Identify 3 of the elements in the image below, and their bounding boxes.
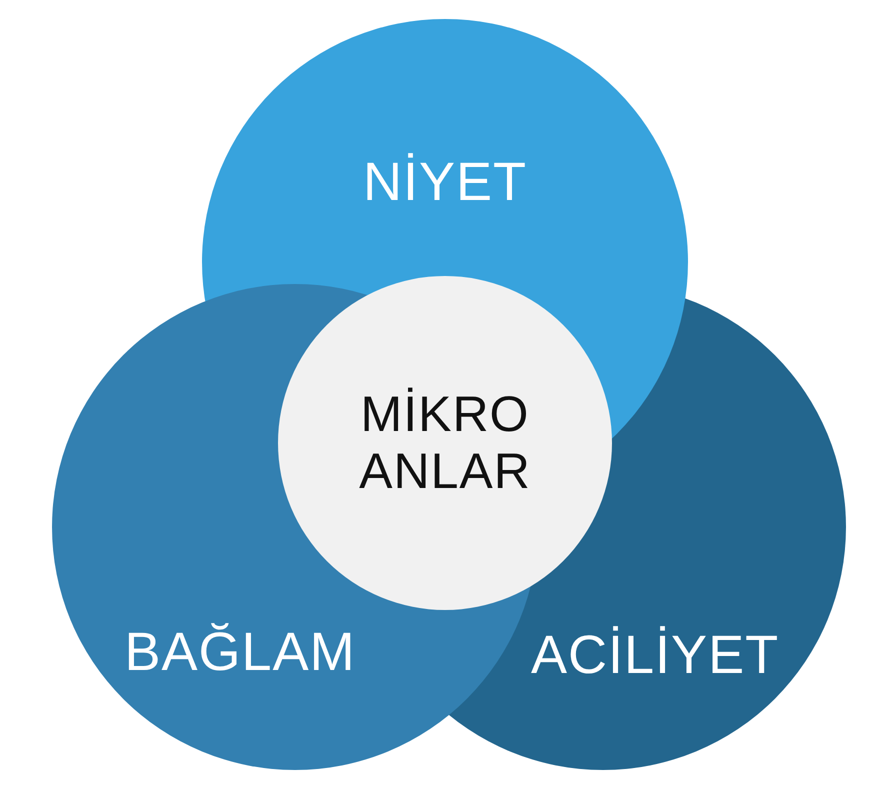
circle-label: ACİLİYET — [531, 624, 780, 686]
circle-label: NİYET — [363, 151, 528, 214]
circle-label: BAĞLAM — [124, 621, 356, 684]
